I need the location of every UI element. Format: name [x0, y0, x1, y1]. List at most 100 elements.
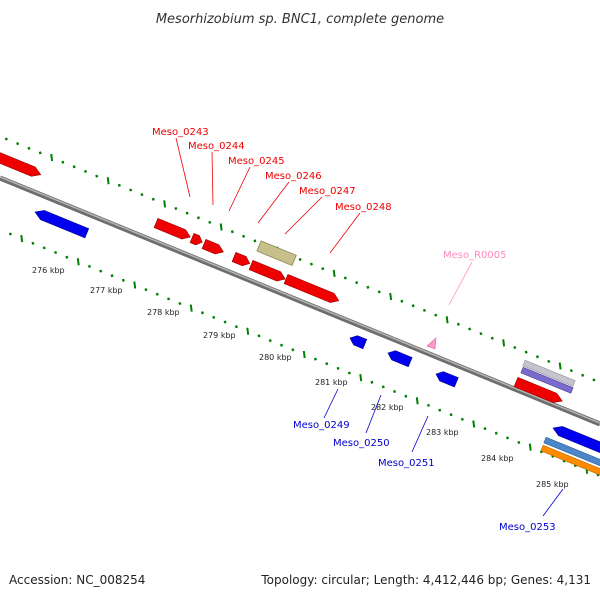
kbp-label: 281 kbp: [315, 378, 348, 387]
gene-label-meso-0244[interactable]: Meso_0244: [188, 141, 245, 152]
gene-label-meso-r0005[interactable]: Meso_R0005: [443, 250, 507, 261]
kbp-label: 282 kbp: [371, 403, 404, 412]
gene-label-meso-0253[interactable]: Meso_0253: [499, 522, 556, 533]
genome-backbone-highlight: [0, 176, 600, 424]
minor-tick: [257, 334, 261, 338]
kbp-label: 283 kbp: [426, 428, 459, 437]
kbp-scale-labels: 276 kbp 277 kbp 278 kbp 279 kbp 280 kbp …: [32, 266, 569, 489]
major-tick: [472, 420, 476, 428]
minor-tick: [155, 292, 159, 296]
major-tick: [189, 304, 193, 312]
gene-arrow-meso-0249[interactable]: [348, 333, 368, 350]
minor-tick: [343, 276, 347, 280]
map-title: Mesorhizobium sp. BNC1, complete genome: [156, 12, 444, 27]
misc-feature-bar[interactable]: [543, 436, 600, 470]
minor-tick: [291, 348, 295, 352]
gene-label-meso-0245[interactable]: Meso_0245: [228, 156, 285, 167]
minor-tick: [117, 183, 121, 187]
minor-tick: [121, 278, 125, 282]
label-leader-line: [211, 151, 214, 206]
minor-tick: [212, 315, 216, 319]
major-tick: [302, 350, 306, 359]
gene-arrow-meso-0247[interactable]: [248, 259, 287, 283]
major-tick: [76, 258, 80, 266]
minor-tick: [581, 373, 585, 377]
minor-tick: [355, 281, 359, 285]
minor-tick: [381, 385, 385, 389]
minor-tick: [185, 211, 189, 215]
minor-tick: [309, 262, 313, 266]
label-leader-line: [365, 394, 382, 434]
gene-arrow[interactable]: [513, 376, 564, 405]
gene-label-meso-0246[interactable]: Meso_0246: [265, 171, 322, 182]
minor-tick: [167, 297, 171, 301]
gene-label-meso-0248[interactable]: Meso_0248: [335, 202, 392, 213]
minor-tick: [490, 336, 494, 340]
minor-tick: [366, 285, 370, 289]
minor-tick: [61, 160, 65, 164]
label-leader-line: [257, 181, 290, 224]
gene-arrow-meso-0243[interactable]: [153, 217, 192, 241]
minor-tick: [268, 339, 272, 343]
gene-label-meso-0250[interactable]: Meso_0250: [333, 438, 390, 449]
misc-feature-bar[interactable]: [520, 366, 574, 394]
major-tick: [389, 292, 393, 301]
major-tick: [415, 397, 419, 405]
minor-tick: [223, 320, 227, 324]
gene-arrow[interactable]: [0, 149, 43, 179]
minor-tick: [449, 413, 453, 417]
reverse-strand-features: [33, 207, 600, 456]
minor-tick: [400, 299, 404, 303]
minor-tick: [83, 169, 87, 173]
minor-tick: [110, 274, 114, 278]
minor-tick: [129, 188, 133, 192]
minor-tick: [494, 431, 498, 435]
minor-tick: [38, 151, 42, 155]
reverse-gene-labels: Meso_0249 Meso_0250 Meso_0251 Meso_0253: [293, 388, 564, 533]
misc-feature-bar[interactable]: [540, 444, 600, 478]
minor-tick: [16, 142, 20, 146]
gene-arrow-meso-0244[interactable]: [189, 232, 204, 246]
minor-tick: [87, 264, 91, 268]
gene-arrow-meso-0253[interactable]: [551, 423, 600, 456]
minor-tick: [313, 357, 317, 361]
kbp-label: 280 kbp: [259, 353, 292, 362]
minor-tick: [253, 239, 257, 243]
misc-feature-bar[interactable]: [256, 240, 297, 267]
minor-tick: [208, 220, 212, 224]
gene-label-meso-0251[interactable]: Meso_0251: [378, 458, 435, 469]
major-tick: [219, 223, 223, 231]
rna-gene-meso-r0005[interactable]: [426, 337, 437, 350]
gene-label-meso-0243[interactable]: Meso_0243: [152, 127, 209, 138]
genome-backbone: [0, 175, 600, 427]
major-tick: [332, 269, 336, 278]
gene-arrow-meso-0245[interactable]: [201, 238, 225, 256]
major-tick: [502, 339, 506, 347]
gene-label-meso-0247[interactable]: Meso_0247: [299, 186, 356, 197]
misc-feature-bar[interactable]: [522, 359, 576, 387]
minor-tick: [144, 288, 148, 292]
minor-tick: [460, 417, 464, 421]
minor-tick: [456, 322, 460, 326]
minor-tick: [404, 394, 408, 398]
forward-strand-features: [0, 149, 564, 405]
minor-tick: [42, 246, 46, 250]
kbp-label: 278 kbp: [147, 308, 180, 317]
gene-label-meso-0249[interactable]: Meso_0249: [293, 420, 350, 431]
minor-tick: [230, 230, 234, 234]
gene-arrow-meso-0251[interactable]: [434, 369, 459, 388]
minor-tick: [569, 369, 573, 373]
minor-tick: [517, 440, 521, 445]
minor-tick: [8, 232, 12, 236]
minor-tick: [196, 216, 200, 220]
major-tick: [528, 443, 532, 451]
major-tick: [445, 316, 449, 324]
gene-arrow-meso-0248[interactable]: [283, 273, 341, 305]
minor-tick: [31, 241, 35, 245]
minor-tick: [140, 193, 144, 197]
minor-tick: [234, 325, 238, 329]
gene-arrow[interactable]: [33, 207, 90, 239]
gene-arrow-meso-0246[interactable]: [231, 251, 252, 268]
major-tick: [20, 234, 24, 243]
gene-arrow-meso-0250[interactable]: [386, 348, 413, 368]
